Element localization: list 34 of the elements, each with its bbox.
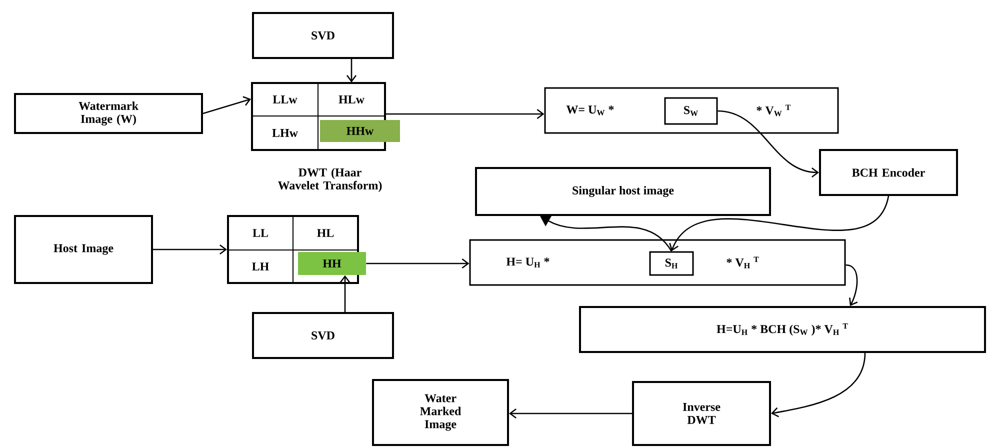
arrow	[340, 275, 350, 312]
subband-cell: HHw	[320, 120, 400, 142]
arrow	[202, 96, 251, 114]
subband-cell: LL	[228, 216, 294, 250]
caption-text: DWT (Haar Wavelet Transform)	[278, 168, 382, 192]
formula-box: H=U$_{H}$ * BCH (S$_{W}$ )* V$_{H}$ T	[579, 306, 986, 353]
process-box: SVD	[252, 12, 394, 59]
subband-cell: LLw	[252, 82, 318, 116]
subband-grid	[251, 82, 386, 151]
singular-value-box: S$_{H}$	[649, 251, 694, 276]
subband-cell: HL	[292, 216, 358, 250]
arrow	[718, 110, 820, 178]
subband-cell: HLw	[318, 82, 386, 116]
arrow	[846, 264, 858, 306]
input-box: Watermark Image (W)	[14, 93, 203, 134]
subband-grid	[227, 215, 359, 284]
arrow	[540, 216, 672, 252]
arrow	[771, 352, 866, 418]
arrow	[366, 258, 470, 269]
subband-cell: LHw	[252, 116, 318, 150]
output-box: Singular host image	[475, 167, 771, 216]
process-box: SVD	[252, 312, 394, 359]
arrow	[386, 108, 544, 120]
arrow	[346, 59, 357, 82]
input-box: Host Image	[14, 215, 153, 284]
arrow	[669, 196, 890, 252]
arrow	[509, 408, 632, 419]
arrow	[153, 244, 227, 255]
process-box: Inverse DWT	[632, 381, 771, 446]
singular-value-box: S$_{W}$	[664, 97, 718, 125]
encoder-box: BCH Encoder	[819, 149, 958, 196]
subband-cell: HH	[298, 252, 366, 275]
output-box: Water Marked Image	[372, 379, 509, 446]
subband-cell: LH	[228, 250, 294, 284]
